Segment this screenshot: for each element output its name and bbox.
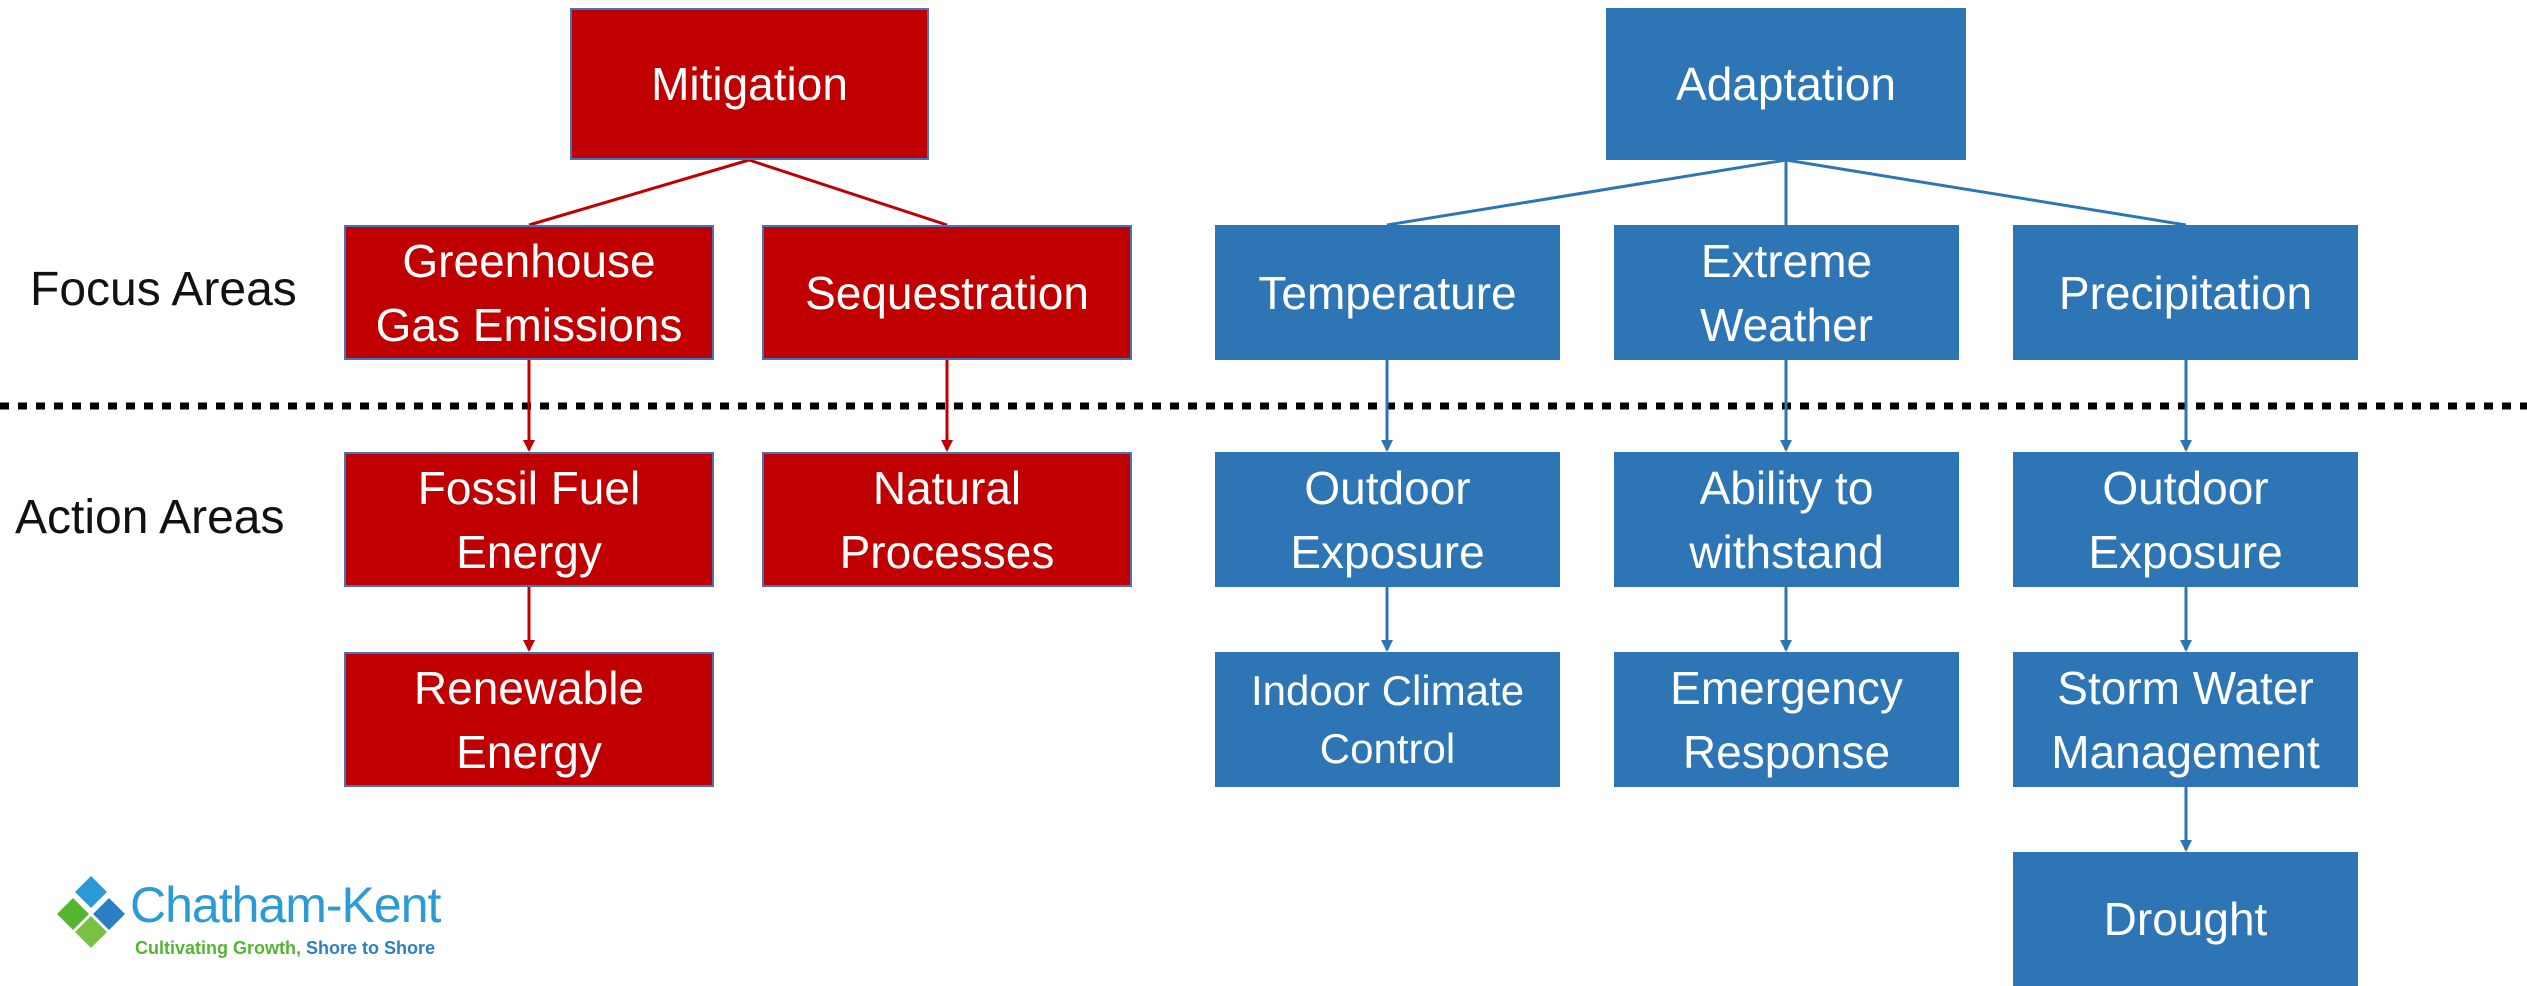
action-areas-label: Action Areas — [15, 491, 285, 544]
chatham-kent-logo: Chatham-Kent Cultivating Growth, Shore t… — [55, 876, 455, 976]
temperature-outdoor-exposure-box: Outdoor Exposure — [1215, 452, 1560, 587]
focus-areas-label: Focus Areas — [30, 263, 297, 316]
mitigation-box: Mitigation — [570, 8, 929, 160]
precipitation-outdoor-exposure-box: Outdoor Exposure — [2013, 452, 2358, 587]
logo-tagline-part1: Cultivating Growth, — [135, 938, 306, 958]
emergency-response-box: Emergency Response — [1614, 652, 1959, 787]
connector-mitigation-sequestration — [748, 158, 948, 227]
drought-box: Drought — [2013, 852, 2358, 986]
temperature-box: Temperature — [1215, 225, 1560, 360]
ability-to-withstand-box: Ability to withstand — [1614, 452, 1959, 587]
logo-tagline-part2: Shore to Shore — [306, 938, 436, 958]
fossil-fuel-energy-box: Fossil Fuel Energy — [344, 452, 714, 587]
adaptation-box: Adaptation — [1606, 8, 1966, 160]
natural-processes-box: Natural Processes — [762, 452, 1132, 587]
logo-name: Chatham-Kent — [130, 877, 441, 933]
connector-adaptation-temperature — [1386, 158, 1787, 227]
precipitation-box: Precipitation — [2013, 225, 2358, 360]
logo-tagline: Cultivating Growth, Shore to Shore — [135, 938, 435, 959]
sequestration-box: Sequestration — [762, 225, 1132, 360]
chatham-kent-logo-mark-icon — [57, 876, 125, 948]
renewable-energy-box: Renewable Energy — [344, 652, 714, 787]
indoor-climate-control-box: Indoor Climate Control — [1215, 652, 1560, 787]
storm-water-management-box: Storm Water Management — [2013, 652, 2358, 787]
ghg-emissions-box: Greenhouse Gas Emissions — [344, 225, 714, 360]
connector-adaptation-precipitation — [1785, 158, 2187, 227]
extreme-weather-box: Extreme Weather — [1614, 225, 1959, 360]
connector-mitigation-ghg — [528, 158, 750, 227]
